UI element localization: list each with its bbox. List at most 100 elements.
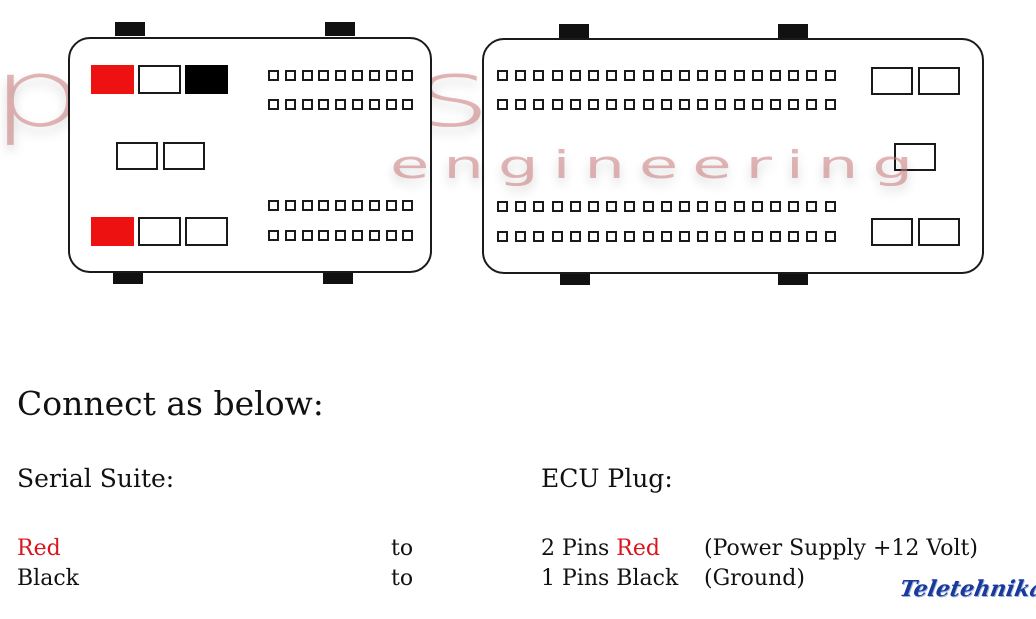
pin	[352, 70, 363, 81]
pin	[335, 70, 347, 81]
pin	[284, 200, 296, 211]
pin-count: 1 Pins	[541, 566, 610, 591]
pin	[715, 99, 727, 110]
ecu-plug-header: ECU Plug:	[541, 464, 673, 493]
pin	[385, 99, 397, 110]
to-label: to	[391, 566, 414, 591]
pin	[606, 201, 618, 212]
pin	[352, 200, 363, 211]
pin	[824, 231, 836, 242]
pin-description: (Power Supply +12 Volt)	[704, 536, 978, 561]
pin	[368, 200, 380, 211]
pin	[624, 231, 636, 242]
pin	[788, 231, 800, 242]
side-pin	[894, 143, 936, 171]
pin	[679, 99, 690, 110]
pin	[551, 99, 563, 110]
pin	[642, 70, 654, 81]
connector-latch	[559, 24, 589, 38]
serial-suite-header: Serial Suite:	[17, 464, 175, 493]
power-pin-white	[138, 65, 181, 94]
pin	[806, 201, 818, 212]
pin	[515, 70, 527, 81]
pin	[569, 99, 581, 110]
connector-latch	[325, 22, 355, 36]
pin	[660, 231, 672, 242]
pin	[268, 200, 279, 211]
power-pin-red	[91, 65, 134, 94]
pin	[402, 230, 414, 241]
pin	[788, 70, 800, 81]
pin	[679, 70, 690, 81]
pin	[569, 201, 581, 212]
connector-latch	[115, 22, 145, 36]
pin	[368, 230, 380, 241]
pin	[497, 99, 508, 110]
bottom-pin-white	[185, 217, 228, 246]
pin	[806, 70, 818, 81]
pin	[660, 201, 672, 212]
pin	[402, 200, 414, 211]
pin	[569, 231, 581, 242]
to-label: to	[391, 536, 414, 561]
pin	[402, 70, 414, 81]
pin	[533, 201, 545, 212]
pin	[318, 70, 330, 81]
pin	[806, 231, 818, 242]
pin	[697, 201, 709, 212]
pin	[642, 99, 654, 110]
side-pin	[871, 67, 913, 95]
pin	[624, 99, 636, 110]
teletehnika-logo: Teletehnika	[897, 576, 1036, 602]
connector-latch	[778, 24, 808, 38]
pin	[335, 99, 347, 110]
pin	[715, 70, 727, 81]
pin-count: 2 Pins	[541, 536, 610, 561]
pin	[697, 70, 709, 81]
pin	[824, 201, 836, 212]
side-pin	[871, 218, 913, 246]
pin	[402, 99, 414, 110]
pin	[335, 230, 347, 241]
pin	[788, 99, 800, 110]
pin	[751, 231, 763, 242]
pin	[352, 99, 363, 110]
pin	[497, 70, 508, 81]
pin	[770, 231, 781, 242]
pin	[318, 230, 330, 241]
side-pin	[918, 67, 960, 95]
pin	[770, 201, 781, 212]
instructions-heading: Connect as below:	[17, 384, 324, 423]
pin	[318, 200, 330, 211]
pin	[301, 230, 313, 241]
pin	[284, 230, 296, 241]
pin	[268, 70, 279, 81]
pin	[268, 99, 279, 110]
pin	[770, 99, 781, 110]
pin	[335, 200, 347, 211]
pin	[824, 99, 836, 110]
connector-latch	[323, 270, 353, 284]
pin	[624, 70, 636, 81]
pin-count-label: 1 Pins Black	[541, 566, 678, 591]
pin	[551, 70, 563, 81]
bottom-pin-red	[91, 217, 134, 246]
connector-latch	[778, 271, 808, 285]
wire-black-label: Black	[17, 566, 79, 591]
pin	[824, 70, 836, 81]
pin	[751, 70, 763, 81]
pin	[301, 70, 313, 81]
pin	[588, 201, 599, 212]
pin	[715, 231, 727, 242]
pin	[352, 230, 363, 241]
pin	[533, 99, 545, 110]
pin	[385, 230, 397, 241]
pin	[751, 201, 763, 212]
pin	[515, 99, 527, 110]
pin	[301, 99, 313, 110]
pin	[606, 231, 618, 242]
pin	[679, 231, 690, 242]
pin	[733, 99, 745, 110]
pin	[385, 200, 397, 211]
pin-block	[116, 142, 158, 170]
